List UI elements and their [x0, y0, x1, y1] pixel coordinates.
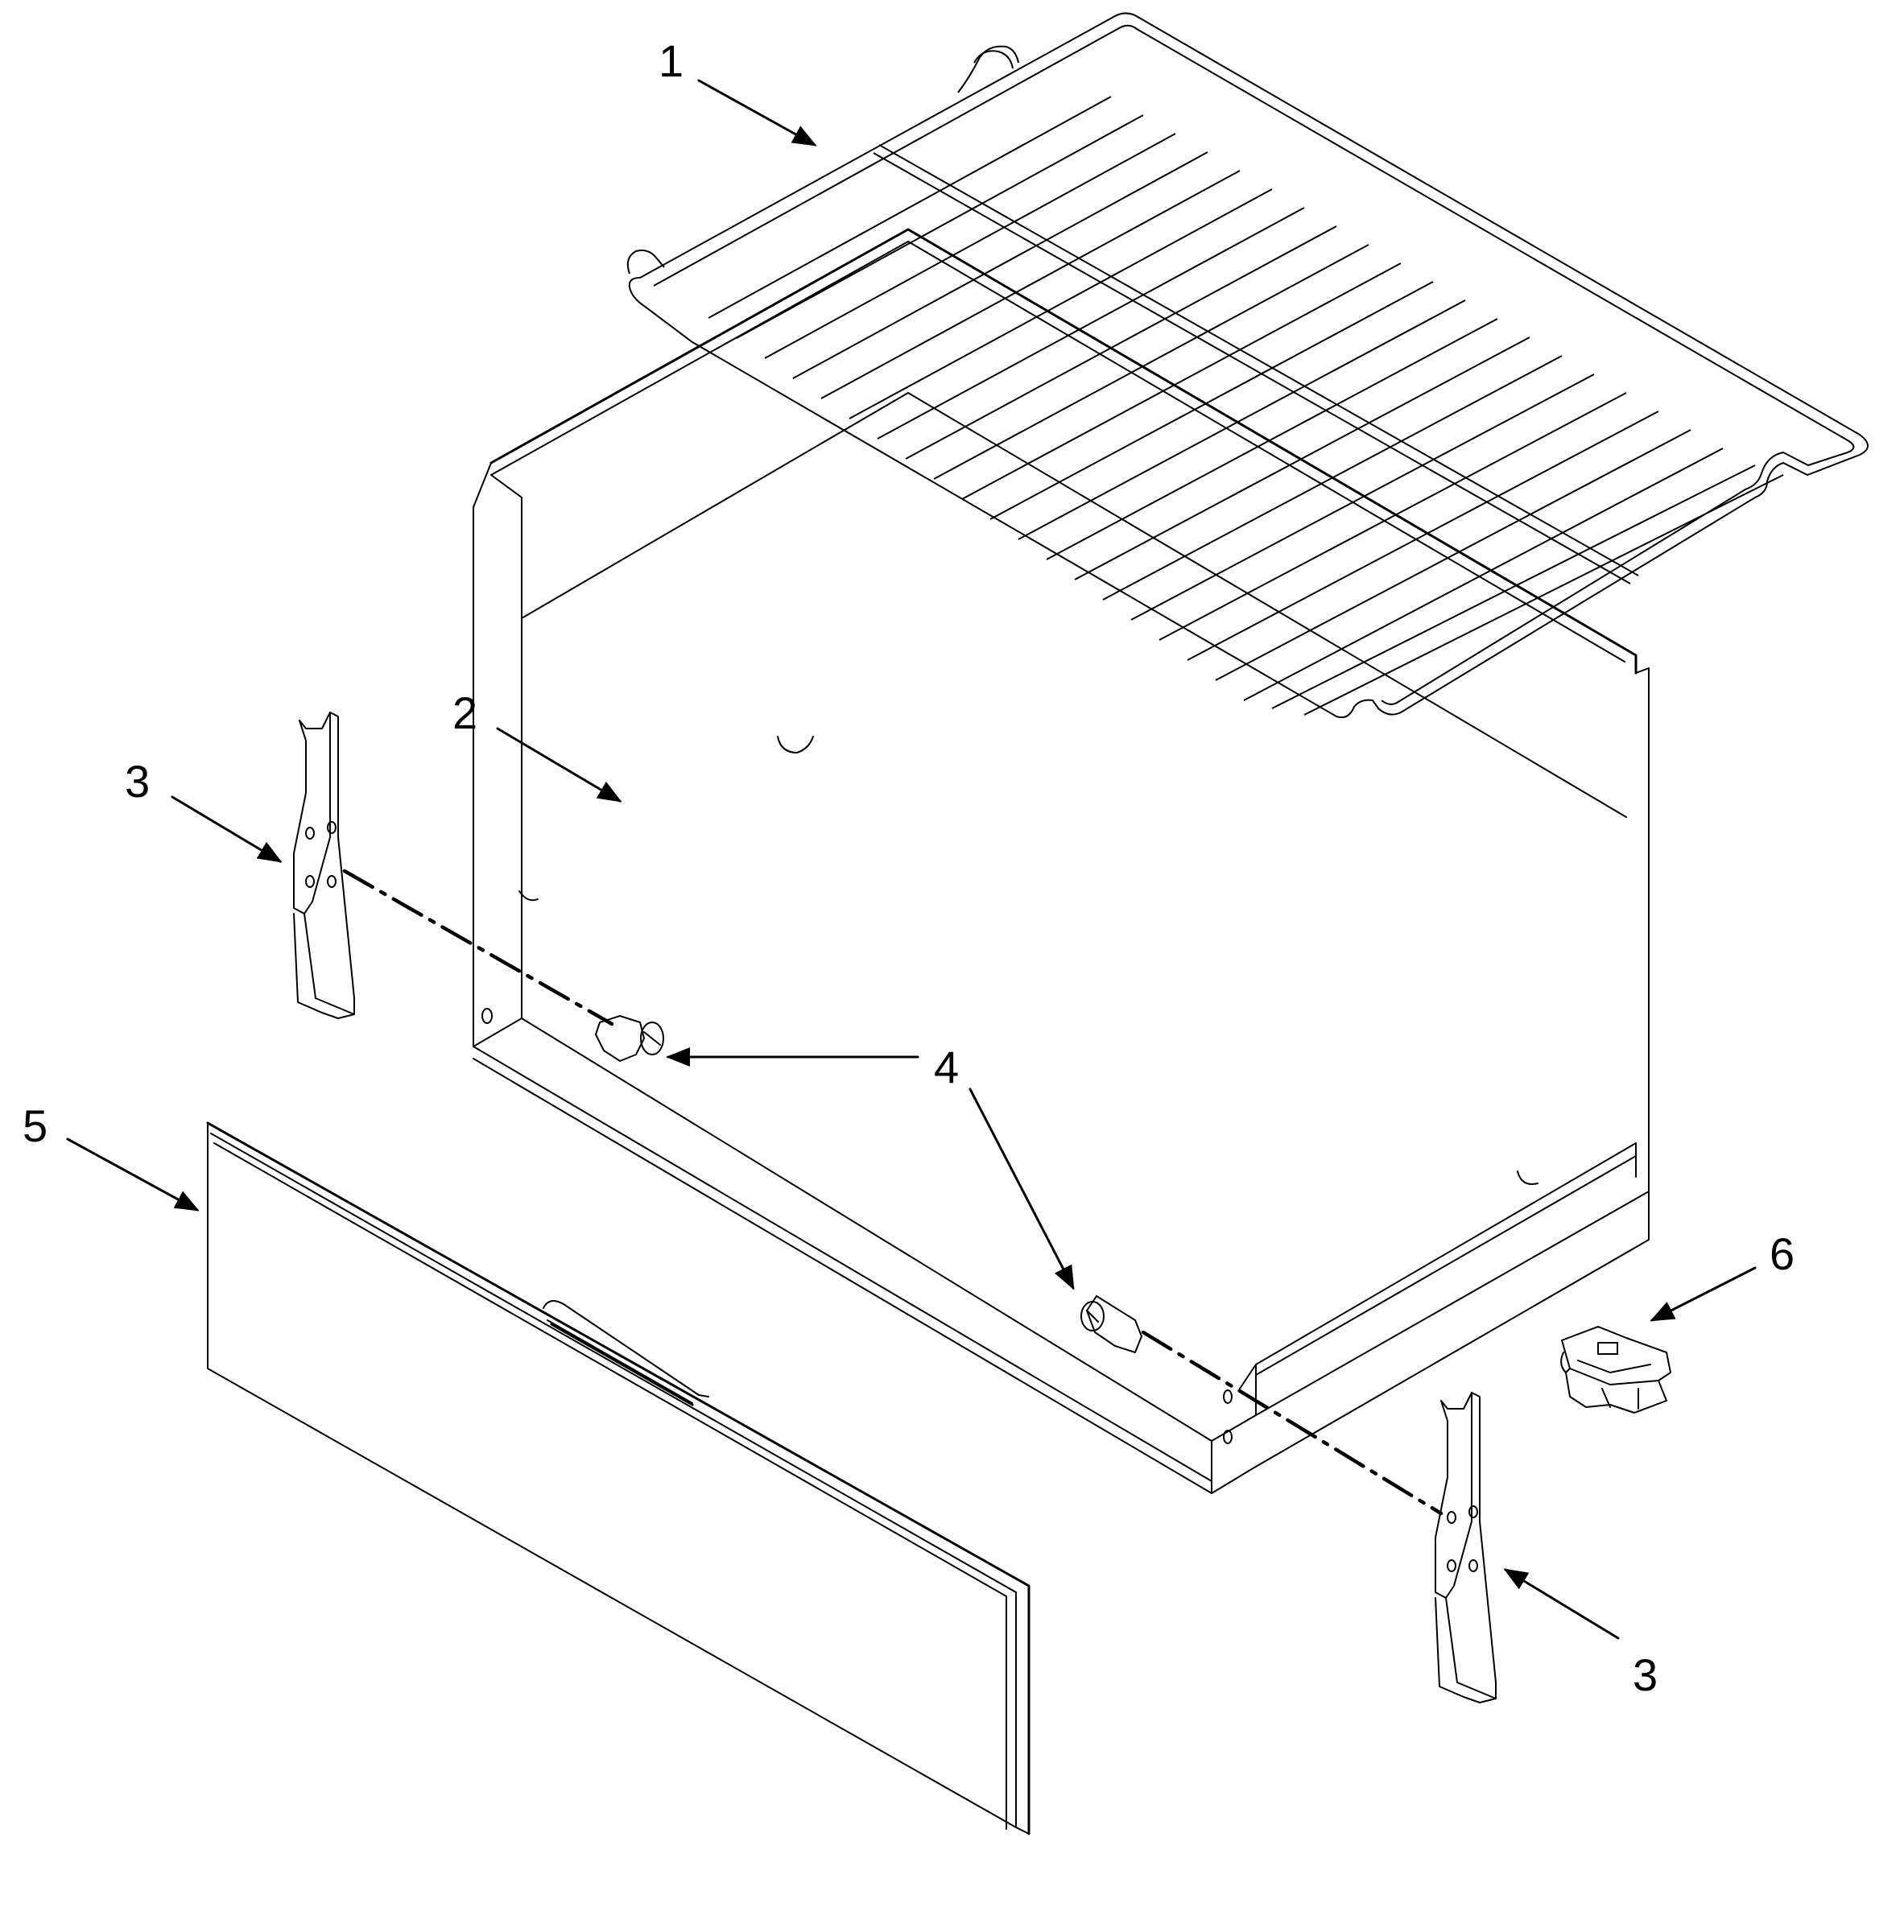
drawer-body	[473, 228, 1650, 1494]
callout-4: 4	[934, 1042, 959, 1092]
clip-part	[1560, 1326, 1671, 1414]
callout-5: 5	[23, 1100, 47, 1151]
drawer-front-panel	[206, 1121, 1030, 1835]
oven-rack	[626, 12, 1869, 719]
callout-3-right: 3	[1633, 1649, 1658, 1700]
leader-arrows	[66, 79, 1757, 1640]
rack-grid-wires	[708, 96, 1784, 716]
drawer-slide-left	[293, 712, 355, 1019]
assembly-line-right	[1141, 1330, 1443, 1516]
screw-right	[1080, 1295, 1142, 1353]
callout-3-left: 3	[125, 756, 150, 807]
callout-2: 2	[452, 687, 477, 738]
callout-1: 1	[659, 35, 684, 86]
callout-6: 6	[1770, 1228, 1795, 1279]
assembly-line-left	[342, 869, 614, 1026]
screw-left	[595, 1015, 664, 1062]
drawer-slide-right	[1435, 1392, 1497, 1703]
